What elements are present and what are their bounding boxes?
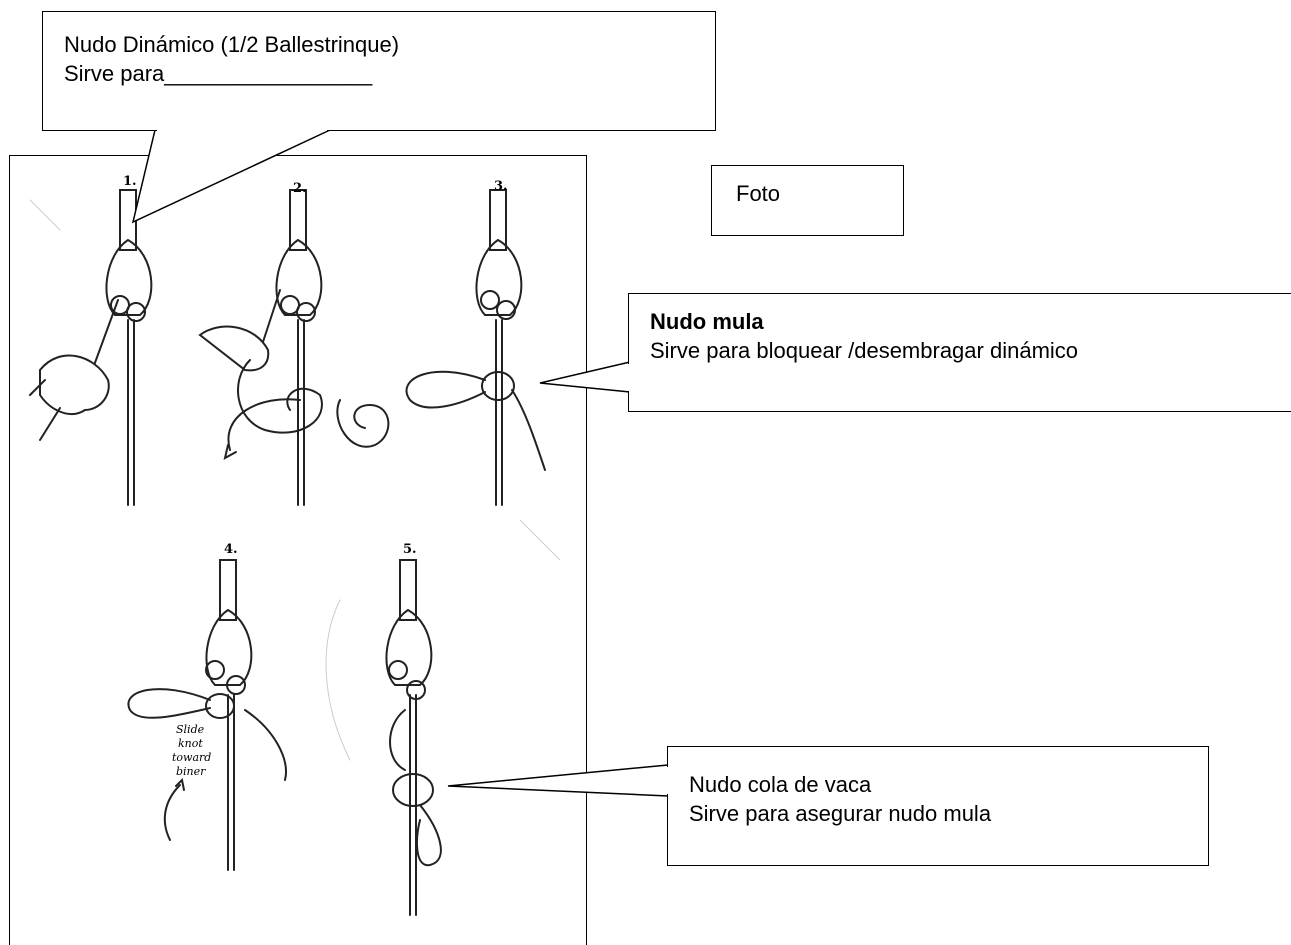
callout-top-tail — [131, 129, 331, 224]
handwritten-note-line-4: biner — [176, 765, 206, 778]
step-number-4: 4. — [224, 542, 238, 557]
handwritten-note-line-3: toward — [172, 751, 211, 764]
callout-mula-tail — [539, 361, 631, 393]
knot-step-4-drawing — [127, 559, 287, 871]
callout-top-line-2: Sirve para_________________ — [64, 61, 373, 86]
callout-mula-tail-join — [628, 364, 633, 391]
knot-step-2-drawing — [198, 189, 390, 506]
callout-cola-line-1: Nudo cola de vaca — [689, 772, 872, 797]
callout-top-line-1: Nudo Dinámico (1/2 Ballestrinque) — [64, 32, 400, 57]
callout-top-box — [42, 11, 716, 131]
callout-mula-box — [628, 293, 1291, 412]
step-number-1: 1. — [123, 174, 137, 189]
step-number-3: 3. — [494, 179, 508, 194]
illustration-frame — [9, 155, 587, 945]
knot-step-5-drawing — [385, 559, 442, 916]
knot-step-3-drawing — [405, 189, 546, 506]
handwritten-note-line-1: Slide — [176, 723, 205, 736]
callout-mula-title: Nudo mula — [650, 309, 764, 334]
callout-top-tail-join — [157, 126, 327, 131]
step-number-5: 5. — [403, 542, 417, 557]
knot-step-1-drawing — [29, 189, 153, 506]
callout-cola-tail-join — [667, 767, 672, 794]
callout-cola-tail — [447, 764, 669, 797]
step-number-2: 2. — [293, 181, 307, 196]
handwritten-note-line-2: knot — [178, 737, 203, 750]
foto-box — [711, 165, 904, 236]
callout-mula-description: Sirve para bloquear /desembragar dinámic… — [650, 338, 1079, 363]
callout-cola-line-2: Sirve para asegurar nudo mula — [689, 801, 992, 826]
callout-cola-box — [667, 746, 1209, 866]
foto-label: Foto — [736, 181, 781, 206]
